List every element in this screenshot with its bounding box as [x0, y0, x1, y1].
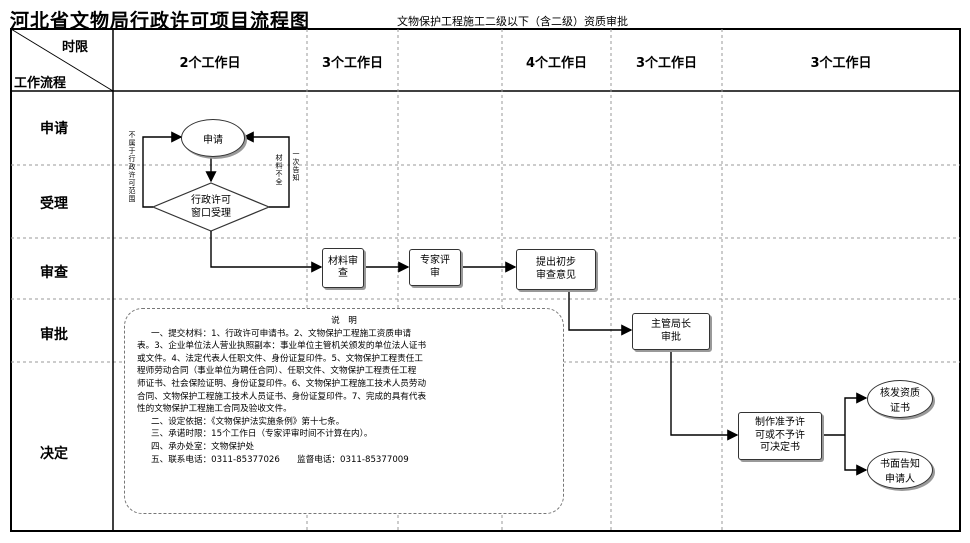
node-issue-certificate: 核发资质证书: [867, 380, 933, 418]
note-line-3: 或文件。4、法定代表人任职文件、身份证复印件。5、文物保护工程责任工: [137, 353, 423, 364]
row-label-apply: 申请: [40, 121, 68, 137]
table-border: [10, 28, 961, 532]
node-director-line2: 审批: [661, 331, 681, 343]
node-decision-line1: 制作准予许: [755, 417, 805, 429]
header-col-5: 3个工作日: [810, 56, 872, 71]
page-title: 河北省文物局行政许可项目流程图: [10, 10, 311, 32]
header-col-2: 3个工作日: [321, 56, 384, 71]
note-line-7: 性的文物保护工程施工合同及验收文件。: [137, 404, 292, 415]
note-line-5: 师证书、社会保险证明、身份证复印件。6、文物保护工程施工技术人员劳动: [137, 378, 427, 389]
node-window-accept-line1: 行政许可: [191, 195, 231, 206]
side-label-not-in-scope: 不属于行政许可范围: [128, 131, 136, 203]
page-subtitle: 文物保护工程施工二级以下（含二级）资质审批: [397, 15, 628, 28]
header-col-1: 2个工作日: [179, 56, 241, 71]
node-decision-line3: 可决定书: [760, 442, 800, 454]
node-director-approval: 主管局长审批: [632, 313, 710, 350]
node-opinion-line1: 提出初步: [536, 257, 576, 268]
node-expert-line1: 专家评: [420, 255, 450, 266]
node-expert-line2: 审: [430, 267, 440, 279]
side-label-notify-once: 一次告知: [292, 150, 300, 182]
flow-connectors: [142, 131, 868, 476]
explanation-note: 说 明 一、提交材料：1、行政许可申请书。2、文物保护工程施工资质申请 表。3、…: [124, 308, 564, 514]
node-notify-line1: 书面告知: [880, 459, 920, 470]
node-director-line1: 主管局长: [651, 319, 691, 330]
node-window-accept-line2: 窗口受理: [191, 207, 231, 219]
node-opinion-line2: 审查意见: [536, 269, 576, 281]
note-line-10: 四、承办处室：文物保护处: [151, 441, 255, 452]
node-initial-opinion: 提出初步审查意见: [516, 249, 596, 290]
node-expert-review: 专家评审: [409, 249, 461, 286]
note-line-6: 合同、文物保护工程施工技术人员证书、身份证复印件。7、完成的具有代表: [137, 391, 427, 402]
node-apply: 申请: [181, 119, 245, 157]
node-decision-document: 制作准予许可或不予许可决定书: [738, 412, 822, 460]
row-label-accept: 受理: [40, 196, 68, 212]
note-line-1: 一、提交材料：1、行政许可申请书。2、文物保护工程施工资质申请: [151, 328, 412, 339]
corner-diagonal: [10, 28, 114, 92]
header-corner-bottom: 工作流程: [14, 76, 67, 91]
node-notify-line2: 申请人: [885, 474, 915, 485]
node-issue-line2: 证书: [890, 403, 910, 414]
row-label-decide: 决定: [40, 446, 68, 462]
header-col-3: 4个工作日: [525, 56, 588, 71]
side-label-incomplete: 材料不全: [275, 154, 283, 186]
note-line-2: 表。3、企业单位法人营业执照副本：事业单位主管机关颁发的单位法人证书: [137, 341, 427, 352]
header-col-4: 3个工作日: [635, 56, 698, 71]
note-line-4: 程师劳动合同（事业单位为聘任合同）、任职文件、文物保护工程责任工程: [137, 366, 417, 377]
note-line-11: 五、联系电话：0311-85377026 监督电话：0311-85377009: [151, 454, 409, 465]
header-corner-top: 时限: [62, 40, 89, 55]
node-window-accept: 行政许可 窗口受理: [171, 195, 251, 220]
node-issue-line1: 核发资质: [880, 388, 920, 399]
node-material-review: 材料审查: [322, 248, 364, 288]
node-material-line2: 查: [338, 268, 348, 279]
node-decision-line2: 可或不予许: [755, 429, 805, 441]
node-notify-applicant: 书面告知申请人: [867, 451, 933, 489]
node-material-line1: 材料审: [328, 255, 358, 267]
row-label-review: 审查: [40, 265, 68, 281]
note-line-8: 二、设定依据：《文物保护法实施条例》第十七条。: [151, 416, 345, 427]
row-label-approve: 审批: [40, 327, 68, 343]
note-line-9: 三、承诺时限：15个工作日（专家评审时间不计算在内）。: [151, 429, 373, 440]
note-title: 说 明: [331, 316, 357, 326]
